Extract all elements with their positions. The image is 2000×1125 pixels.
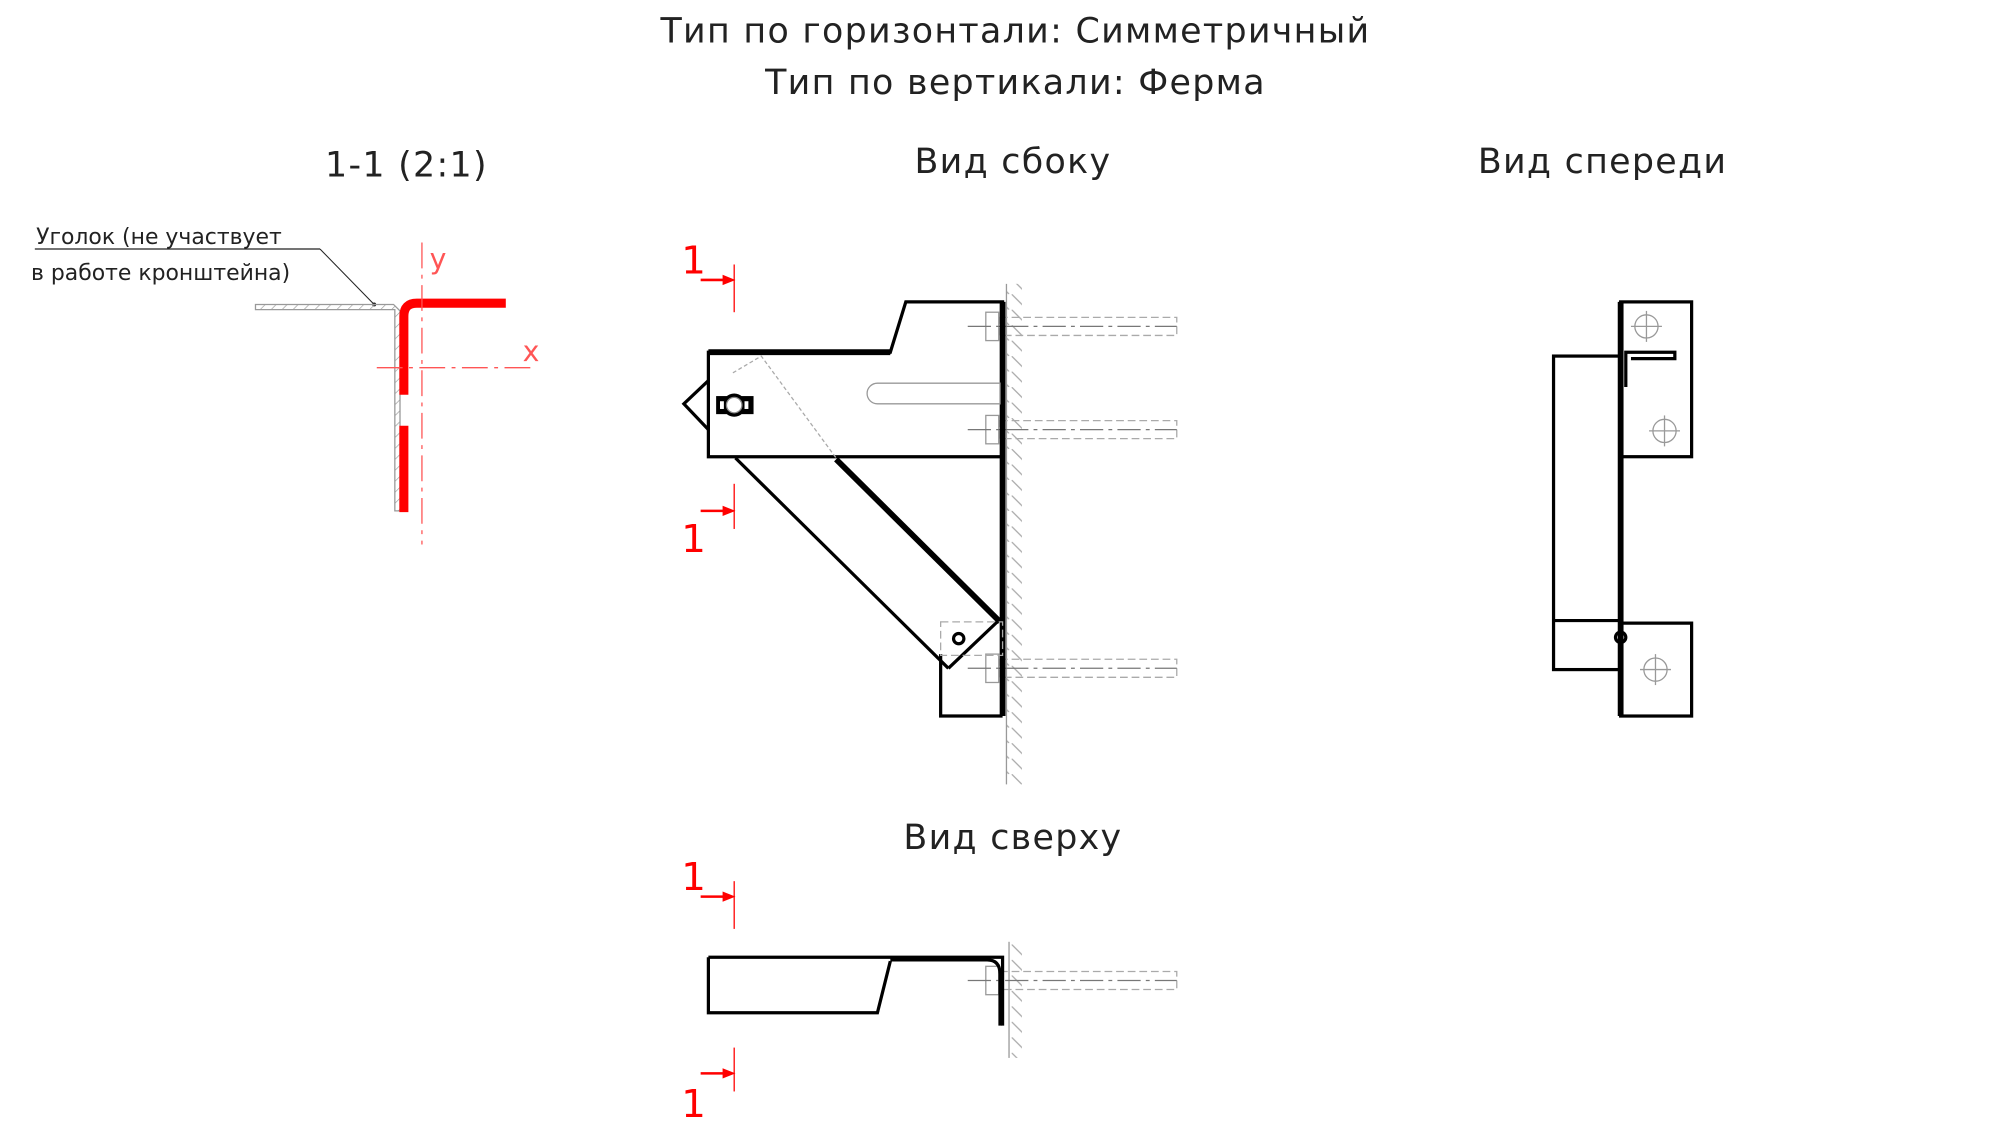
front-view-title: Вид спереди — [1478, 142, 1728, 182]
svg-text:1: 1 — [681, 517, 706, 562]
y-axis-label: y — [430, 242, 447, 275]
angle-note-line1: Уголок (не участвует — [36, 225, 282, 250]
nut-icon — [716, 393, 754, 417]
section-1-1-view: 1-1 (2:1) Уголок (не участвует в работе … — [31, 146, 539, 545]
side-view: Вид сбоку 1 — [681, 142, 1178, 785]
top-view: Вид сверху 1 1 — [681, 818, 1178, 1125]
svg-text:1: 1 — [681, 855, 706, 900]
header-horizontal-type: Тип по горизонтали: Симметричный — [659, 12, 1370, 52]
lower-bracket — [939, 654, 1003, 718]
svg-text:1: 1 — [681, 239, 706, 284]
top-view-title: Вид сверху — [903, 818, 1122, 858]
section-mark-bottom: 1 — [681, 483, 736, 562]
brace-upper-edge — [834, 457, 1003, 624]
section-mark-top-view-upper: 1 — [681, 855, 736, 929]
anchor-bolts — [967, 311, 1178, 684]
bolt-head-icons — [1630, 310, 1680, 686]
section-title: 1-1 (2:1) — [325, 146, 488, 186]
section-mark-top-view-lower: 1 — [681, 1047, 736, 1125]
angle-note-line2: в работе кронштейна) — [31, 261, 290, 286]
slot — [866, 382, 1001, 405]
side-view-title: Вид сбоку — [914, 142, 1111, 182]
leader-line — [319, 248, 375, 305]
svg-text:1: 1 — [681, 1082, 706, 1125]
section-mark-top: 1 — [681, 239, 736, 313]
brace-lower-edge — [734, 456, 950, 670]
angle-profile — [254, 303, 401, 512]
x-axis-label: x — [523, 335, 540, 368]
header-vertical-type: Тип по вертикали: Ферма — [764, 63, 1266, 103]
bracket-section-upper — [399, 298, 506, 395]
tip-triangle — [681, 379, 710, 431]
front-view: Вид спереди — [1478, 142, 1728, 718]
wall-hatch — [1006, 283, 1022, 785]
bracket-console — [706, 300, 1005, 459]
